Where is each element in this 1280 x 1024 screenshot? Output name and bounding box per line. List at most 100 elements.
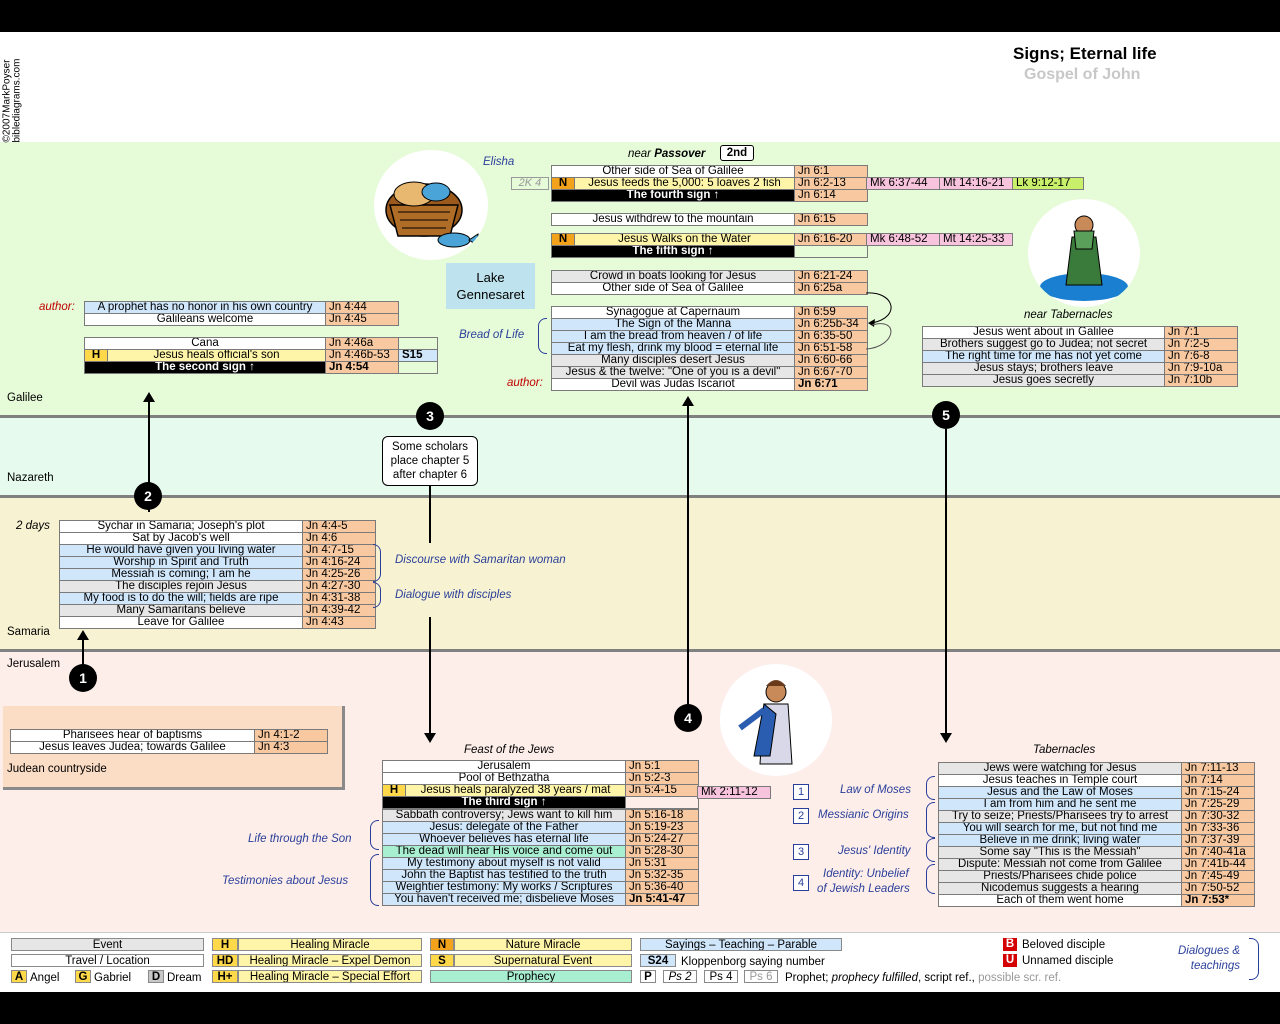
life-son-label: Life through the Son xyxy=(248,833,352,845)
prophecy-cell: The dead will hear His voice and come ou… xyxy=(383,846,625,857)
legend-teachings: teachings xyxy=(1190,960,1240,972)
empty-cell xyxy=(399,338,437,349)
ref-cell: Jn 4:7-15 xyxy=(303,545,375,556)
sign-cell: The second sign ↑ xyxy=(85,362,325,373)
sign-cell: The third sign ↑ xyxy=(383,797,625,808)
legend-special-badge: H+ xyxy=(212,970,238,983)
ref-cell: Jn 6:25a xyxy=(795,283,867,294)
elisha-label: Elisha xyxy=(483,156,515,168)
ref-cell: Jn 5:41-47 xyxy=(626,894,698,905)
ref-cell: Jn 6:35-50 xyxy=(795,331,867,342)
legend-gabriel: Gabriel xyxy=(94,972,132,984)
marker-2: 2 xyxy=(134,482,162,510)
event-cell: Pool of Bethzatha xyxy=(383,773,625,784)
legend-kloppenborg: Kloppenborg saying number xyxy=(681,956,825,968)
saying-cell: Worship in Spirit and Truth xyxy=(60,557,302,568)
event-cell: Jerusalem xyxy=(383,761,625,772)
event-cell: Other side of Sea of Galilee xyxy=(552,166,794,177)
empty-cell xyxy=(399,362,437,373)
scholars-note: Some scholars place chapter 5 after chap… xyxy=(382,436,478,486)
legend-dialogues: Dialogues & xyxy=(1177,945,1240,957)
theme-number-4: 4 xyxy=(793,875,809,891)
legend-travel: Travel / Location xyxy=(11,954,204,967)
legend-event: Event xyxy=(11,938,204,951)
arrow-line-4 xyxy=(687,404,689,706)
legend-nature-badge: N xyxy=(430,938,454,951)
ref-cell: Jn 7:1 xyxy=(1165,327,1237,338)
event-cell: Jesus stays; brothers leave xyxy=(923,363,1164,374)
ref-cell: Jn 7:2-5 xyxy=(1165,339,1237,350)
ref-cell: Jn 5:28-30 xyxy=(626,846,698,857)
testimonies-brace xyxy=(370,854,379,906)
ref-cell: Jn 5:4-15 xyxy=(626,785,698,796)
near-label: near xyxy=(628,148,652,160)
saying-cell: I am from him and he sent me xyxy=(939,799,1181,810)
ref-cell: Jn 4:6 xyxy=(303,533,375,544)
nazareth-separator xyxy=(0,495,1280,498)
event-cell: Galileans welcome xyxy=(85,314,325,325)
discourse-brace xyxy=(373,544,381,582)
nature-badge: N xyxy=(552,234,574,245)
legend-prophecy: Prophecy xyxy=(430,970,632,983)
two-days-label: 2 days xyxy=(16,520,50,532)
mark-ref: Mk 6:48-52 xyxy=(867,234,939,245)
event-cell: Each of them went home xyxy=(939,895,1181,906)
ref-cell: Jn 4:45 xyxy=(326,314,398,325)
second-passover-badge: 2nd xyxy=(720,145,754,161)
luke-ref: Lk 9:12-17 xyxy=(1013,178,1083,189)
ref-cell: Jn 7:11-13 xyxy=(1182,763,1254,774)
arrow-head-up-2 xyxy=(143,392,155,402)
legend-dream: Dream xyxy=(167,972,202,984)
arrow-line-2 xyxy=(148,400,150,512)
ref-cell: Jn 4:27-30 xyxy=(303,581,375,592)
galilee-honor-table: A prophet has no honor in his own countr… xyxy=(84,301,399,326)
ref-cell: Jn 6:71 xyxy=(795,379,867,390)
theme-number-2: 2 xyxy=(793,808,809,824)
saying-cell: Messiah is coming; I am he xyxy=(60,569,302,580)
bread-brace xyxy=(538,318,547,354)
region-galilee: Galilee xyxy=(7,392,43,404)
saying-cell: My testimony about myself is not valid xyxy=(383,858,625,869)
marker-3: 3 xyxy=(416,402,444,430)
nature-badge: N xyxy=(552,178,574,189)
region-judean: Judean countryside xyxy=(7,763,107,775)
feast-label: Feast of the Jews xyxy=(464,744,555,756)
legend-unnamed-badge: U xyxy=(1003,954,1017,967)
region-nazareth: Nazareth xyxy=(7,472,54,484)
ref-cell: Jn 7:33-36 xyxy=(1182,823,1254,834)
diagram-canvas: Signs; Eternal life Gospel of John ©2007… xyxy=(0,32,1280,992)
saying-cell: The Sign of the Manna xyxy=(552,319,794,330)
event-cell: Some say "This is the Messiah" xyxy=(939,847,1181,858)
matthew-ref: Mt 14:25-33 xyxy=(940,234,1012,245)
legend-angel: Angel xyxy=(30,972,60,984)
legend-sayings: Sayings – Teaching – Parable xyxy=(640,938,842,951)
ref-cell: Jn 4:25-26 xyxy=(303,569,375,580)
lake-line-2: Gennesaret xyxy=(456,287,525,302)
ref-cell: Jn 7:25-29 xyxy=(1182,799,1254,810)
lake-box: Lake Gennesaret xyxy=(446,263,535,309)
ref-cell: Jn 5:36-40 xyxy=(626,882,698,893)
event-cell: Leave for Galilee xyxy=(60,617,302,628)
event-cell: Jews were watching for Jesus xyxy=(939,763,1181,774)
legend-nature: Nature Miracle xyxy=(454,938,632,951)
passover-label: Passover xyxy=(654,148,706,160)
saying-cell: My food is to do the will; fields are ri… xyxy=(60,593,302,604)
miracle-cell: Jesus heals paralyzed 38 years / mat xyxy=(406,785,625,796)
theme-number-3: 3 xyxy=(793,844,809,860)
sign-cell: The fourth sign ↑ xyxy=(552,190,794,201)
ref-cell: Jn 5:16-18 xyxy=(626,810,698,821)
law-brace xyxy=(926,776,935,800)
marker-4: 4 xyxy=(674,704,702,732)
identity-label: Jesus' Identity xyxy=(838,845,911,857)
jesus-walking-water-image xyxy=(1028,199,1140,307)
event-cell: Many disciples desert Jesus xyxy=(552,355,794,366)
galilee-separator xyxy=(0,415,1280,418)
legend-script: , script ref., xyxy=(917,972,979,984)
